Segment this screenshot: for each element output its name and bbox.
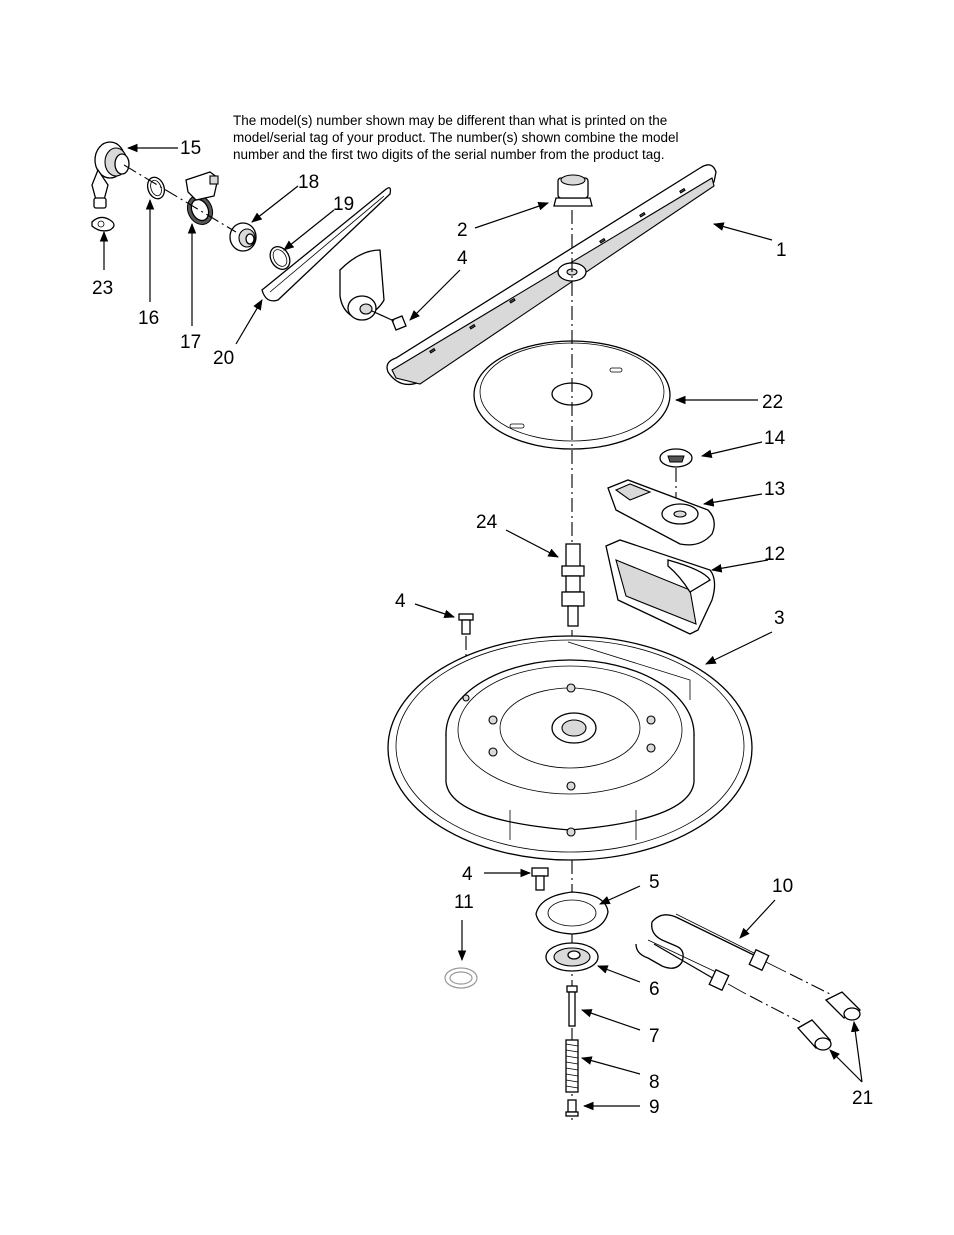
callout-19: 19 — [333, 194, 354, 215]
inlet-elbow-part — [91, 141, 130, 209]
filter-cap-part — [659, 448, 693, 468]
screw-9-part — [565, 1099, 579, 1117]
diaphragm-6-part — [545, 942, 599, 972]
model-number-note: The model(s) number shown may be differe… — [233, 112, 753, 163]
screw-4-lower-part — [531, 867, 549, 891]
callout-9: 9 — [649, 1097, 660, 1118]
callout-4-mid: 4 — [395, 591, 406, 612]
callout-6: 6 — [649, 979, 660, 1000]
callout-numbers: 1 2 3 4 4 4 5 6 7 8 9 10 11 12 13 14 15 … — [92, 138, 873, 1118]
note-line-2: model/serial tag of your product. The nu… — [233, 130, 679, 145]
o-ring-19-part — [269, 246, 291, 270]
callout-18: 18 — [298, 172, 319, 193]
callout-3: 3 — [774, 608, 785, 629]
pin-7-part — [566, 985, 578, 1027]
terminal-cap-21b-part — [796, 1019, 832, 1051]
callout-13: 13 — [764, 479, 785, 500]
callout-1: 1 — [776, 240, 787, 261]
callout-2: 2 — [457, 220, 468, 241]
shield-plate-part — [473, 340, 671, 450]
terminal-axis-line-2 — [749, 995, 801, 1023]
callout-4-upper: 4 — [457, 248, 468, 269]
bracket-part — [185, 171, 219, 201]
gasket-plate-5-part — [535, 891, 609, 935]
callout-16: 16 — [138, 308, 159, 329]
callout-5: 5 — [649, 872, 660, 893]
callout-11: 11 — [454, 892, 474, 913]
note-line-1: The model(s) number shown may be differe… — [233, 113, 668, 128]
callout-7: 7 — [649, 1026, 660, 1047]
screw-4-upper-part — [371, 310, 407, 331]
terminal-cap-21a-part — [824, 991, 862, 1021]
callout-14: 14 — [764, 428, 786, 449]
clamp-part — [91, 216, 115, 232]
callout-15: 15 — [180, 138, 201, 159]
filter-cover-part — [607, 479, 715, 546]
terminal-axis-line-1 — [789, 973, 831, 995]
o-ring-16-part — [146, 176, 166, 200]
note-line-3: number and the first two digits of the s… — [233, 147, 665, 162]
upper-spray-arm-part — [261, 187, 392, 321]
spring-8-part — [565, 1039, 579, 1093]
callout-8: 8 — [649, 1072, 660, 1093]
callout-21: 21 — [852, 1088, 873, 1109]
callout-24: 24 — [476, 512, 498, 533]
gasket-17-part — [186, 194, 214, 226]
inlet-axis-line — [123, 164, 237, 233]
sump-housing-part — [387, 635, 753, 861]
screw-4-mid-part — [458, 613, 474, 635]
callout-22: 22 — [762, 392, 783, 413]
heating-element-10-part — [635, 913, 787, 995]
spray-arm-nut-part — [553, 174, 593, 207]
leader-lines — [99, 143, 863, 1111]
filter-screen-part — [605, 539, 716, 635]
callout-23: 23 — [92, 278, 113, 299]
ring-11-part — [444, 967, 478, 989]
shaft-part — [561, 543, 585, 627]
callout-12: 12 — [764, 544, 785, 565]
lower-spray-arm-part — [386, 164, 717, 386]
callout-20: 20 — [213, 348, 234, 369]
callout-4-lower: 4 — [462, 864, 473, 885]
nut-18-part — [229, 222, 257, 252]
callout-17: 17 — [180, 332, 201, 353]
callout-10: 10 — [772, 876, 793, 897]
